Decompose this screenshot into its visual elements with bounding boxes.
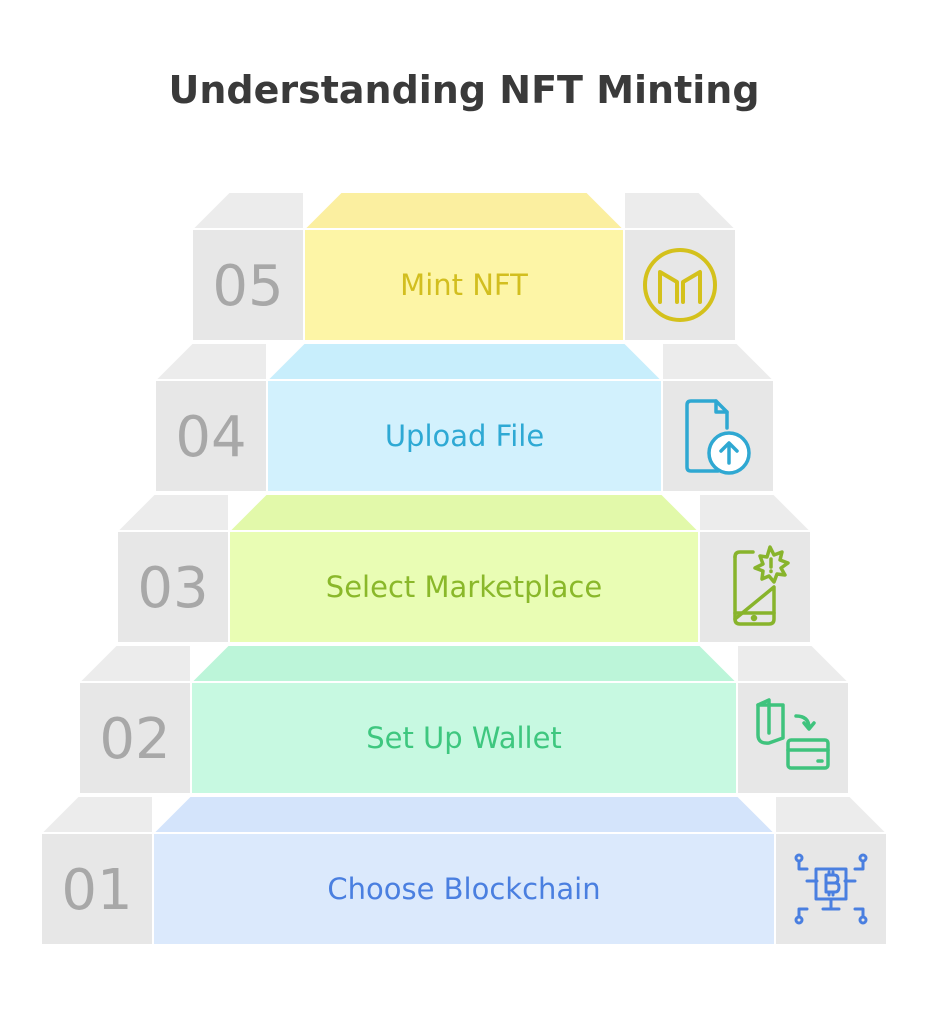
step-center-top-face [264, 342, 665, 381]
step-number-box [191, 228, 305, 342]
step-label-box [190, 681, 738, 795]
step-icon-box [661, 379, 775, 493]
step-02: 02 Set Up Wallet [76, 644, 852, 795]
step-left-top-face [76, 644, 192, 683]
step-label: Select Marketplace [326, 570, 602, 604]
step-label: Choose Blockchain [327, 872, 600, 906]
bitcoin-network-icon [794, 853, 868, 925]
step-label-box [266, 379, 663, 493]
step-number: 05 [212, 254, 283, 319]
step-01: 01 Choose Blockchain [38, 795, 890, 946]
mobile-alert-icon [733, 545, 790, 626]
file-upload-icon [685, 399, 751, 475]
step-icon-box [698, 530, 812, 644]
step-number-box [116, 530, 230, 644]
step-center-top-face [188, 644, 740, 683]
step-icon-box [736, 681, 850, 795]
step-center-top-face [226, 493, 702, 532]
step-03: 03 Select Marketplace [114, 493, 814, 644]
step-number-box [78, 681, 192, 795]
step-05: 05 Mint NFT [189, 191, 739, 342]
step-number: 01 [61, 858, 132, 923]
step-04: 04 Upload File [152, 342, 777, 493]
step-center-top-face [301, 191, 627, 230]
step-number-box [154, 379, 268, 493]
step-center-top-face [150, 795, 778, 834]
staircase: 05 Mint NFT 04 Upload File 03 Select Market… [38, 191, 890, 946]
step-left-top-face [189, 191, 305, 230]
step-label: Mint NFT [400, 268, 528, 302]
step-right-top-face [698, 493, 814, 532]
step-right-top-face [774, 795, 890, 834]
step-icon-box [623, 228, 737, 342]
wallet-card-transfer-icon [756, 698, 830, 770]
diagram-title: Understanding NFT Minting [168, 68, 759, 112]
step-label-box [228, 530, 700, 644]
step-number: 02 [99, 707, 170, 772]
step-right-top-face [661, 342, 777, 381]
step-number: 04 [175, 405, 246, 470]
step-right-top-face [623, 191, 739, 230]
step-number: 03 [137, 556, 208, 621]
step-left-top-face [152, 342, 268, 381]
step-icon-box [774, 832, 888, 946]
step-label-box [303, 228, 625, 342]
step-right-top-face [736, 644, 852, 683]
step-label: Set Up Wallet [366, 721, 562, 755]
step-left-top-face [38, 795, 154, 834]
maker-coin-icon [643, 248, 717, 322]
step-left-top-face [114, 493, 230, 532]
step-label: Upload File [385, 419, 544, 453]
